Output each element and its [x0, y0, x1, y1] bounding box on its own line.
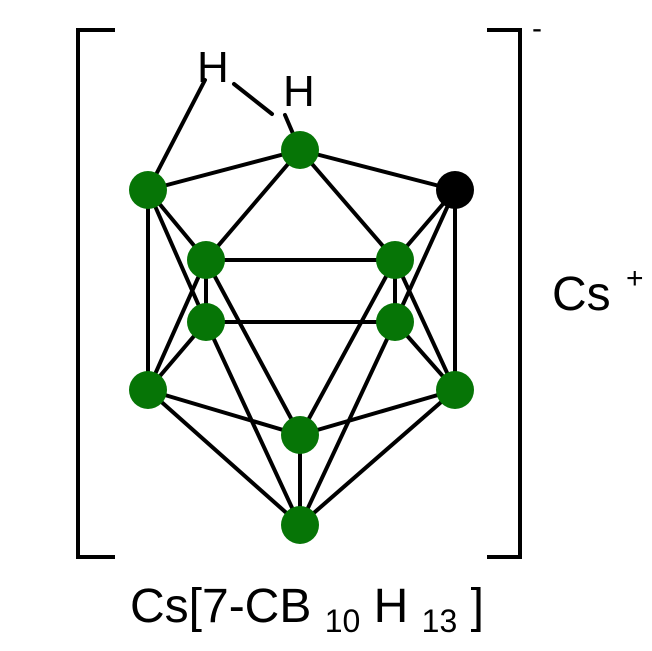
boron-atom-b_mr	[376, 303, 414, 341]
bond-b_ur-b_lr	[393, 258, 457, 392]
boron-atom-b_ur	[376, 241, 414, 279]
bond-b_left-b_ml	[146, 188, 208, 324]
hydrogen-label-2: H	[283, 67, 315, 116]
boron-atom-b_ll	[129, 371, 167, 409]
bond-b_lr-b_bc	[298, 388, 457, 437]
bond-b_lr-b_bottom	[298, 388, 457, 527]
formula-suffix: ]	[471, 580, 484, 633]
bond-h1-b_left	[146, 78, 207, 192]
bond-b_ul-b_bc	[204, 258, 302, 437]
bond-b_ml-b_bottom	[204, 320, 302, 527]
bond-b_top-b_ul	[204, 148, 302, 262]
formula-subscript-boron: 10	[325, 603, 361, 639]
right-square-bracket	[487, 28, 522, 559]
bond-h1-h2	[232, 82, 274, 116]
boron-atom-b_ul	[187, 241, 225, 279]
bond-b_top-b_ur	[298, 148, 397, 262]
boron-atom-b_ml	[187, 303, 225, 341]
bond-b_left-b_top	[146, 148, 302, 192]
hydrogen-label-1: H	[197, 43, 229, 92]
boron-atom-b_left	[129, 171, 167, 209]
cation-charge: +	[626, 262, 644, 295]
bond-b_ll-b_bc	[146, 388, 302, 437]
bond-b_mr-b_bottom	[298, 320, 397, 527]
bond-b_ur-b_bc	[298, 258, 397, 437]
boron-atom-b_bottom	[281, 506, 319, 544]
formula-hydrogen: H	[374, 580, 409, 633]
boron-atom-b_lr	[436, 371, 474, 409]
bond-b_top-c7	[298, 148, 457, 192]
cation-symbol: Cs	[552, 268, 611, 321]
compound-formula: Cs[7-CB 10 H 13 ]	[130, 580, 484, 643]
bond-c7-b_mr	[393, 188, 457, 324]
left-square-bracket	[76, 28, 115, 559]
bond-b_ll-b_bottom	[146, 388, 302, 527]
anion-charge: -	[532, 12, 542, 45]
formula-prefix: Cs[7-CB	[130, 580, 311, 633]
boron-atom-b_top	[281, 131, 319, 169]
boron-atom-b_bc	[281, 416, 319, 454]
atom-layer	[129, 131, 474, 544]
bond-b_ul-b_ll	[146, 258, 208, 392]
formula-subscript-hydrogen: 13	[422, 603, 458, 639]
carbon-atom-c7	[436, 171, 474, 209]
cesium-cation: Cs +	[552, 262, 644, 321]
